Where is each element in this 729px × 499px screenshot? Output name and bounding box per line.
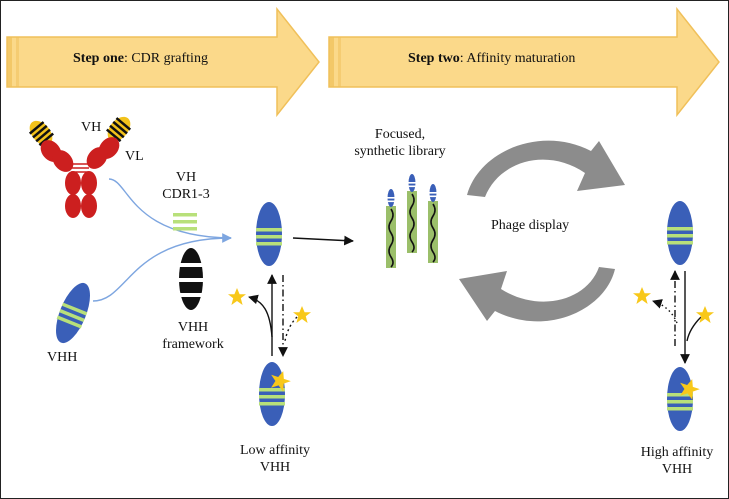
low-affinity-line1: Low affinity bbox=[239, 443, 311, 458]
vh-label: VH bbox=[81, 120, 102, 135]
low-affinity-line2: VHH bbox=[259, 460, 291, 475]
antigen-star-icon bbox=[633, 287, 651, 304]
antigen-star-icon bbox=[228, 288, 246, 305]
low-affinity-label: Low affinity VHH bbox=[225, 442, 325, 476]
vhh-framework-icon bbox=[179, 248, 203, 310]
high-affinity-vhh-icon bbox=[667, 367, 693, 431]
step-one-banner-arrow bbox=[6, 6, 320, 118]
merge-lines bbox=[92, 178, 232, 302]
step-two-rest: : Affinity maturation bbox=[459, 51, 576, 66]
arrow-to-library bbox=[292, 235, 354, 246]
phage-display-cycle-icon bbox=[459, 140, 625, 322]
vl-label: VL bbox=[125, 149, 144, 164]
library-label: Focused, synthetic library bbox=[335, 126, 465, 160]
high-affinity-line1: High affinity bbox=[640, 445, 714, 460]
library-label-line1: Focused, bbox=[374, 127, 426, 142]
vhh-left-icon bbox=[48, 278, 98, 348]
cdr-label: VH CDR1-3 bbox=[161, 169, 211, 203]
antigen-star-icon bbox=[293, 306, 311, 323]
step-two-title: Step two: Affinity maturation bbox=[408, 51, 575, 67]
cdr-label-line1: VH bbox=[175, 170, 197, 185]
binding-arrows-high bbox=[652, 270, 702, 364]
antibody-icon bbox=[28, 116, 132, 218]
framework-label: VHH framework bbox=[153, 319, 233, 353]
library-label-line2: synthetic library bbox=[354, 144, 446, 159]
binding-arrows-low bbox=[248, 274, 298, 357]
high-affinity-line2: VHH bbox=[661, 462, 693, 477]
high-affinity-label: High affinity VHH bbox=[629, 444, 725, 478]
cdr-stripes-icon bbox=[173, 213, 197, 231]
step-two-banner-arrow bbox=[328, 6, 720, 118]
phage-display-label: Phage display bbox=[491, 218, 570, 233]
framework-label-line2: framework bbox=[162, 337, 224, 352]
step-two-bold: Step two bbox=[408, 51, 460, 66]
step-one-title: Step one: CDR grafting bbox=[73, 51, 208, 67]
high-affinity-free-vhh-icon bbox=[667, 201, 693, 265]
step-one-rest: : CDR grafting bbox=[123, 51, 208, 66]
cdr-label-line2: CDR1-3 bbox=[162, 187, 210, 202]
step-one-bold: Step one bbox=[73, 51, 124, 66]
low-affinity-vhh-icon bbox=[259, 362, 285, 426]
framework-label-line1: VHH bbox=[177, 320, 209, 335]
vhh-left-label: VHH bbox=[47, 350, 78, 365]
phage-library-icon bbox=[385, 173, 439, 269]
grafted-vhh-icon bbox=[256, 202, 282, 266]
